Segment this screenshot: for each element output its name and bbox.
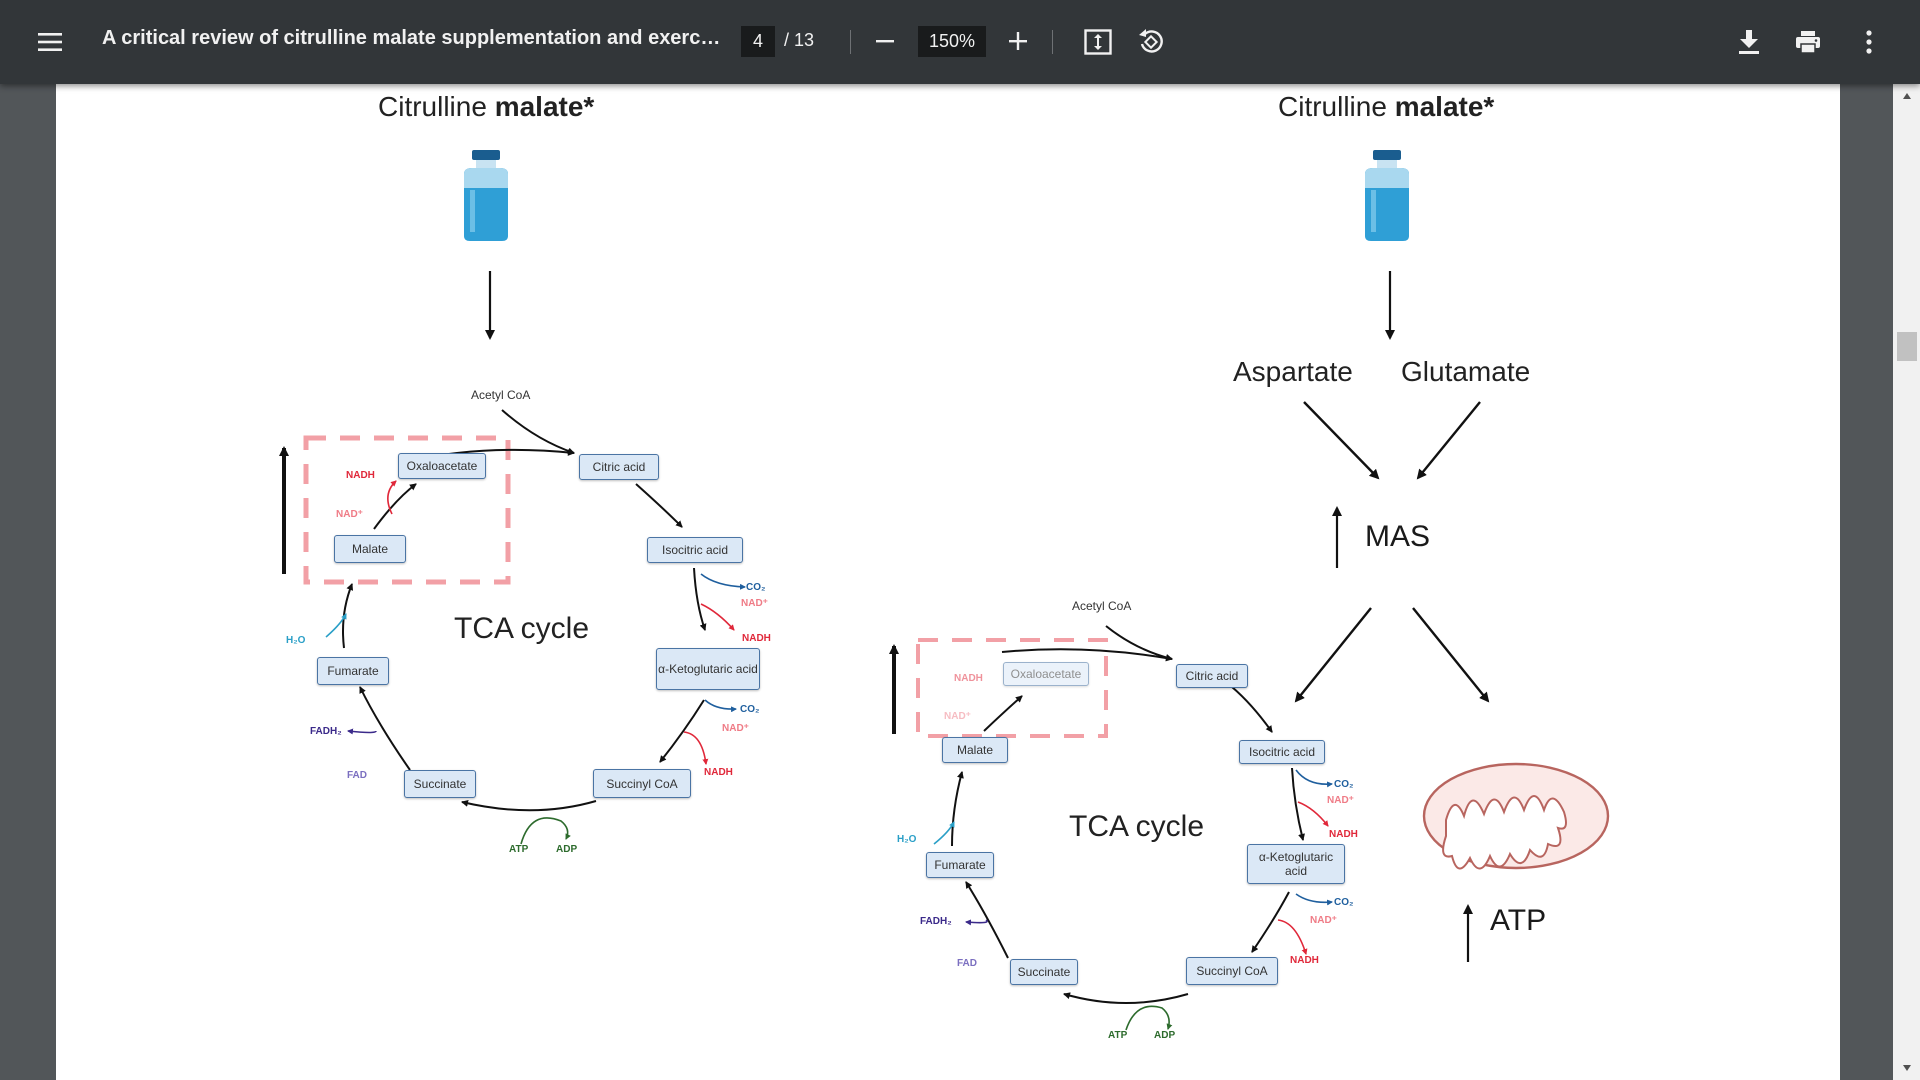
left-bottle-icon — [464, 150, 508, 241]
left-node-fumarate: Fumarate — [317, 657, 389, 685]
print-icon — [1796, 31, 1820, 54]
page-number-input[interactable]: 4 — [741, 26, 775, 57]
right-co2-1: CO₂ — [1334, 779, 1354, 790]
right-title-bold: malate* — [1394, 91, 1495, 122]
scroll-up-button[interactable] — [1893, 86, 1920, 106]
right-node-citric-acid: Citric acid — [1176, 664, 1248, 688]
more-vert-icon — [1866, 30, 1872, 54]
download-button[interactable] — [1729, 22, 1769, 62]
scrollbar-thumb[interactable] — [1897, 332, 1917, 361]
right-node-succinate: Succinate — [1010, 959, 1078, 985]
right-tca-cycle-label: TCA cycle — [1069, 810, 1205, 843]
left-nad-3: NAD⁺ — [722, 723, 749, 734]
minus-icon — [876, 40, 894, 43]
left-nadh-3: NADH — [704, 767, 733, 778]
left-nadh-2: NADH — [742, 633, 771, 644]
right-node-succinyl-coa: Succinyl CoA — [1186, 957, 1278, 985]
right-adp: ADP — [1154, 1030, 1176, 1041]
left-title: Citrulline malate* — [378, 91, 594, 123]
left-co2-2: CO₂ — [740, 704, 760, 715]
right-title: Citrulline malate* — [1278, 91, 1494, 123]
menu-button[interactable] — [30, 22, 70, 62]
right-title-normal: Citrulline — [1278, 91, 1395, 122]
left-node-oxaloacetate: Oxaloacetate — [398, 453, 486, 479]
right-nadh-3: NADH — [1290, 955, 1319, 966]
left-h2o: H₂O — [286, 635, 306, 646]
right-fad: FAD — [957, 958, 977, 969]
download-icon — [1739, 30, 1759, 54]
glutamate-label: Glutamate — [1401, 356, 1531, 387]
print-button[interactable] — [1788, 22, 1828, 62]
left-node-succinyl-coa: Succinyl CoA — [593, 769, 691, 798]
scroll-down-arrow-icon — [1902, 1065, 1911, 1071]
left-title-normal: Citrulline — [378, 91, 495, 122]
aspartate-label: Aspartate — [1233, 356, 1353, 387]
plus-icon — [1009, 32, 1027, 50]
right-acetyl-coa: Acetyl CoA — [1072, 599, 1132, 613]
right-nad-1: NAD⁺ — [944, 711, 971, 722]
toolbar-divider — [850, 30, 851, 54]
left-nad-1: NAD⁺ — [336, 509, 363, 520]
left-node-isocitric-acid: Isocitric acid — [647, 537, 743, 563]
right-atp: ATP — [1108, 1030, 1128, 1041]
left-fad: FAD — [347, 770, 367, 781]
right-nad-3: NAD⁺ — [1310, 915, 1337, 926]
left-node-succinate: Succinate — [404, 770, 476, 798]
scroll-down-button[interactable] — [1893, 1058, 1920, 1078]
left-acetyl-coa: Acetyl CoA — [471, 388, 531, 402]
zoom-out-button[interactable] — [868, 24, 902, 58]
left-adp: ADP — [556, 844, 578, 855]
more-options-button[interactable] — [1849, 22, 1889, 62]
zoom-level-input[interactable]: 150% — [918, 26, 986, 57]
left-co2-1: CO₂ — [746, 582, 766, 593]
left-node-ketoglutaric-acid: α-Ketoglutaric acid — [656, 648, 760, 690]
mitochondrion-icon — [1422, 762, 1610, 870]
page-total: / 13 — [784, 30, 815, 50]
left-nadh-1: NADH — [346, 470, 375, 481]
right-nad-2: NAD⁺ — [1327, 795, 1354, 806]
left-atp: ATP — [509, 844, 529, 855]
rotate-icon — [1139, 29, 1163, 53]
right-node-ketoglutaric-acid: α-Ketoglutaric acid — [1247, 844, 1345, 884]
vertical-scrollbar[interactable] — [1893, 84, 1920, 1080]
fit-to-page-icon — [1084, 29, 1112, 55]
scroll-up-arrow-icon — [1902, 93, 1911, 99]
pdf-toolbar: A critical review of citrulline malate s… — [0, 0, 1920, 84]
pdf-page: Citrulline malate* Acetyl CoA TCA cycle … — [56, 84, 1840, 1080]
right-node-isocitric-acid: Isocitric acid — [1239, 740, 1325, 764]
right-h2o: H₂O — [897, 834, 917, 845]
right-nadh-1: NADH — [954, 673, 983, 684]
right-fadh2: FADH₂ — [920, 916, 952, 927]
left-node-malate: Malate — [334, 535, 406, 563]
mas-label: MAS — [1365, 520, 1431, 553]
rotate-button[interactable] — [1133, 24, 1169, 60]
right-nadh-2: NADH — [1329, 829, 1358, 840]
left-fadh2: FADH₂ — [310, 726, 342, 737]
figure-arrows — [279, 150, 1610, 1031]
fit-to-page-button[interactable] — [1080, 24, 1116, 60]
left-tca-cycle-label: TCA cycle — [454, 612, 590, 645]
hamburger-menu-icon — [38, 33, 62, 51]
right-co2-2: CO₂ — [1334, 897, 1354, 908]
document-title: A critical review of citrulline malate s… — [102, 27, 722, 49]
left-node-citric-acid: Citric acid — [579, 454, 659, 480]
left-title-bold: malate* — [494, 91, 595, 122]
right-node-oxaloacetate: Oxaloacetate — [1003, 662, 1089, 686]
left-nad-2: NAD⁺ — [741, 598, 768, 609]
toolbar-divider — [1052, 30, 1053, 54]
zoom-in-button[interactable] — [1001, 24, 1035, 58]
right-node-fumarate: Fumarate — [926, 852, 994, 878]
right-node-malate: Malate — [942, 737, 1008, 763]
atp-label: ATP — [1490, 904, 1547, 937]
right-bottle-icon — [1365, 150, 1409, 241]
